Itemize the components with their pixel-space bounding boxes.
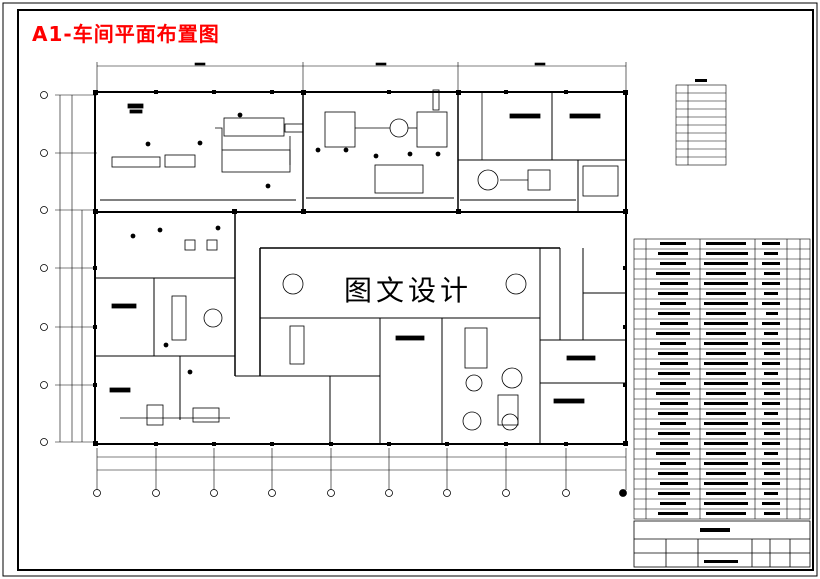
row-axis-bubbles [40, 91, 48, 446]
equipment-line-1 [111, 103, 304, 189]
equipment-left-middle [109, 225, 230, 426]
left-dimensions [55, 94, 97, 443]
equipment-top-right [477, 92, 619, 197]
top-dimensions [96, 62, 627, 92]
equipment-center [282, 273, 596, 431]
watermark-text: 图文设计 [321, 268, 495, 314]
equipment-list-table [633, 238, 811, 520]
bottom-dimensions [96, 448, 627, 490]
inner-border [17, 9, 814, 571]
structural-columns [93, 90, 628, 446]
column-axis-bubbles [93, 489, 627, 497]
legend-table [675, 79, 727, 166]
equipment-list-entries [656, 242, 780, 515]
title-block [633, 520, 811, 568]
equipment-line-2 [315, 89, 448, 194]
drawing-title: A1-车间平面布置图 [32, 22, 220, 46]
